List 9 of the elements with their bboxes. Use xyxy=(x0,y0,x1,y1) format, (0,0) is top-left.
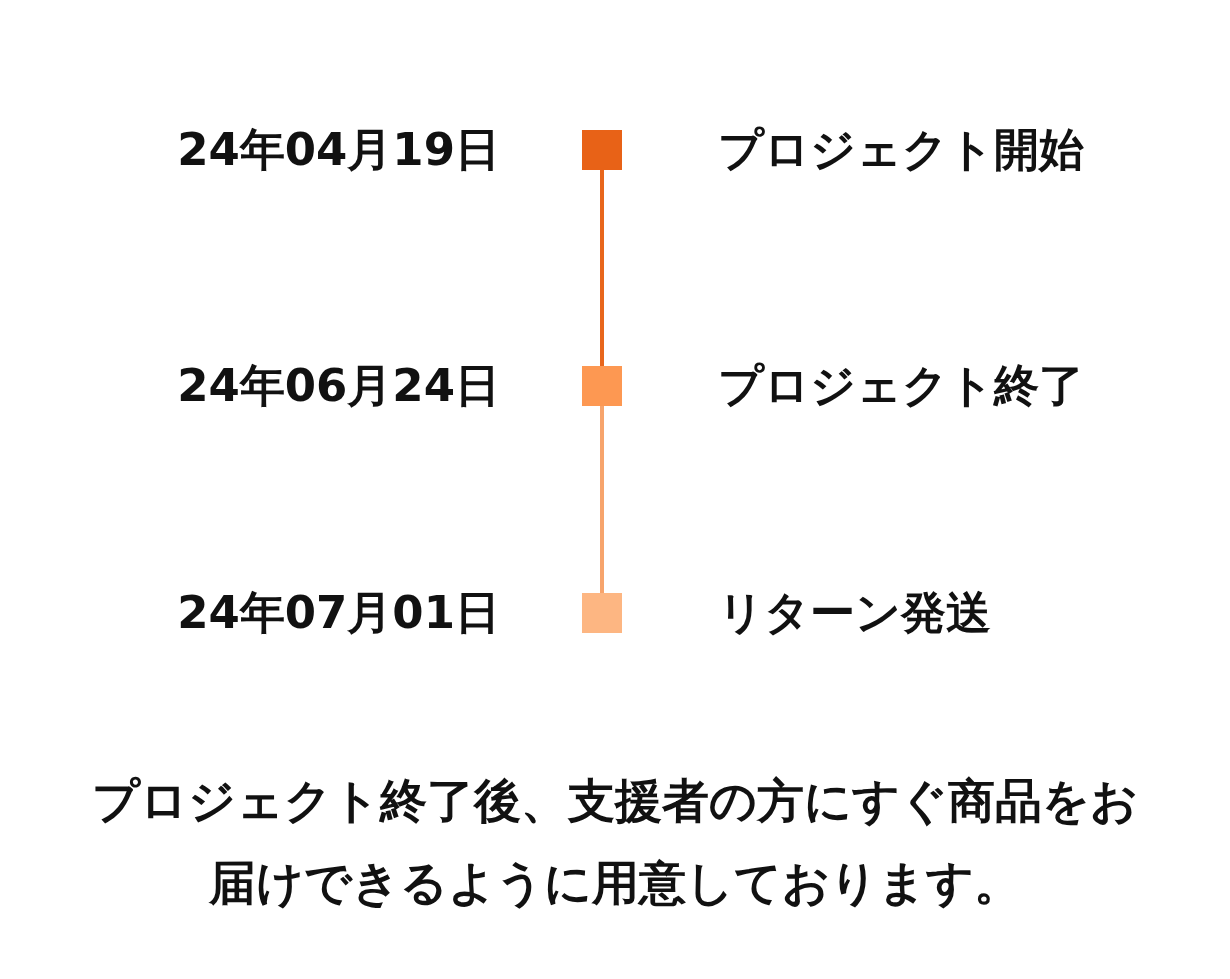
timeline-line xyxy=(600,406,604,593)
timeline-line xyxy=(600,170,604,366)
date-label: 24年07月01日 xyxy=(177,585,500,641)
caption: プロジェクト終了後、支援者の方にすぐ商品をお届けできるように用意しております。 xyxy=(91,772,1139,912)
date-label: 24年04月19日 xyxy=(177,122,500,178)
date-label: 24年06月24日 xyxy=(177,358,500,414)
milestone-label: プロジェクト開始 xyxy=(718,122,1084,178)
milestone-label: プロジェクト終了 xyxy=(718,358,1084,414)
milestone-label: リターン発送 xyxy=(718,585,991,641)
